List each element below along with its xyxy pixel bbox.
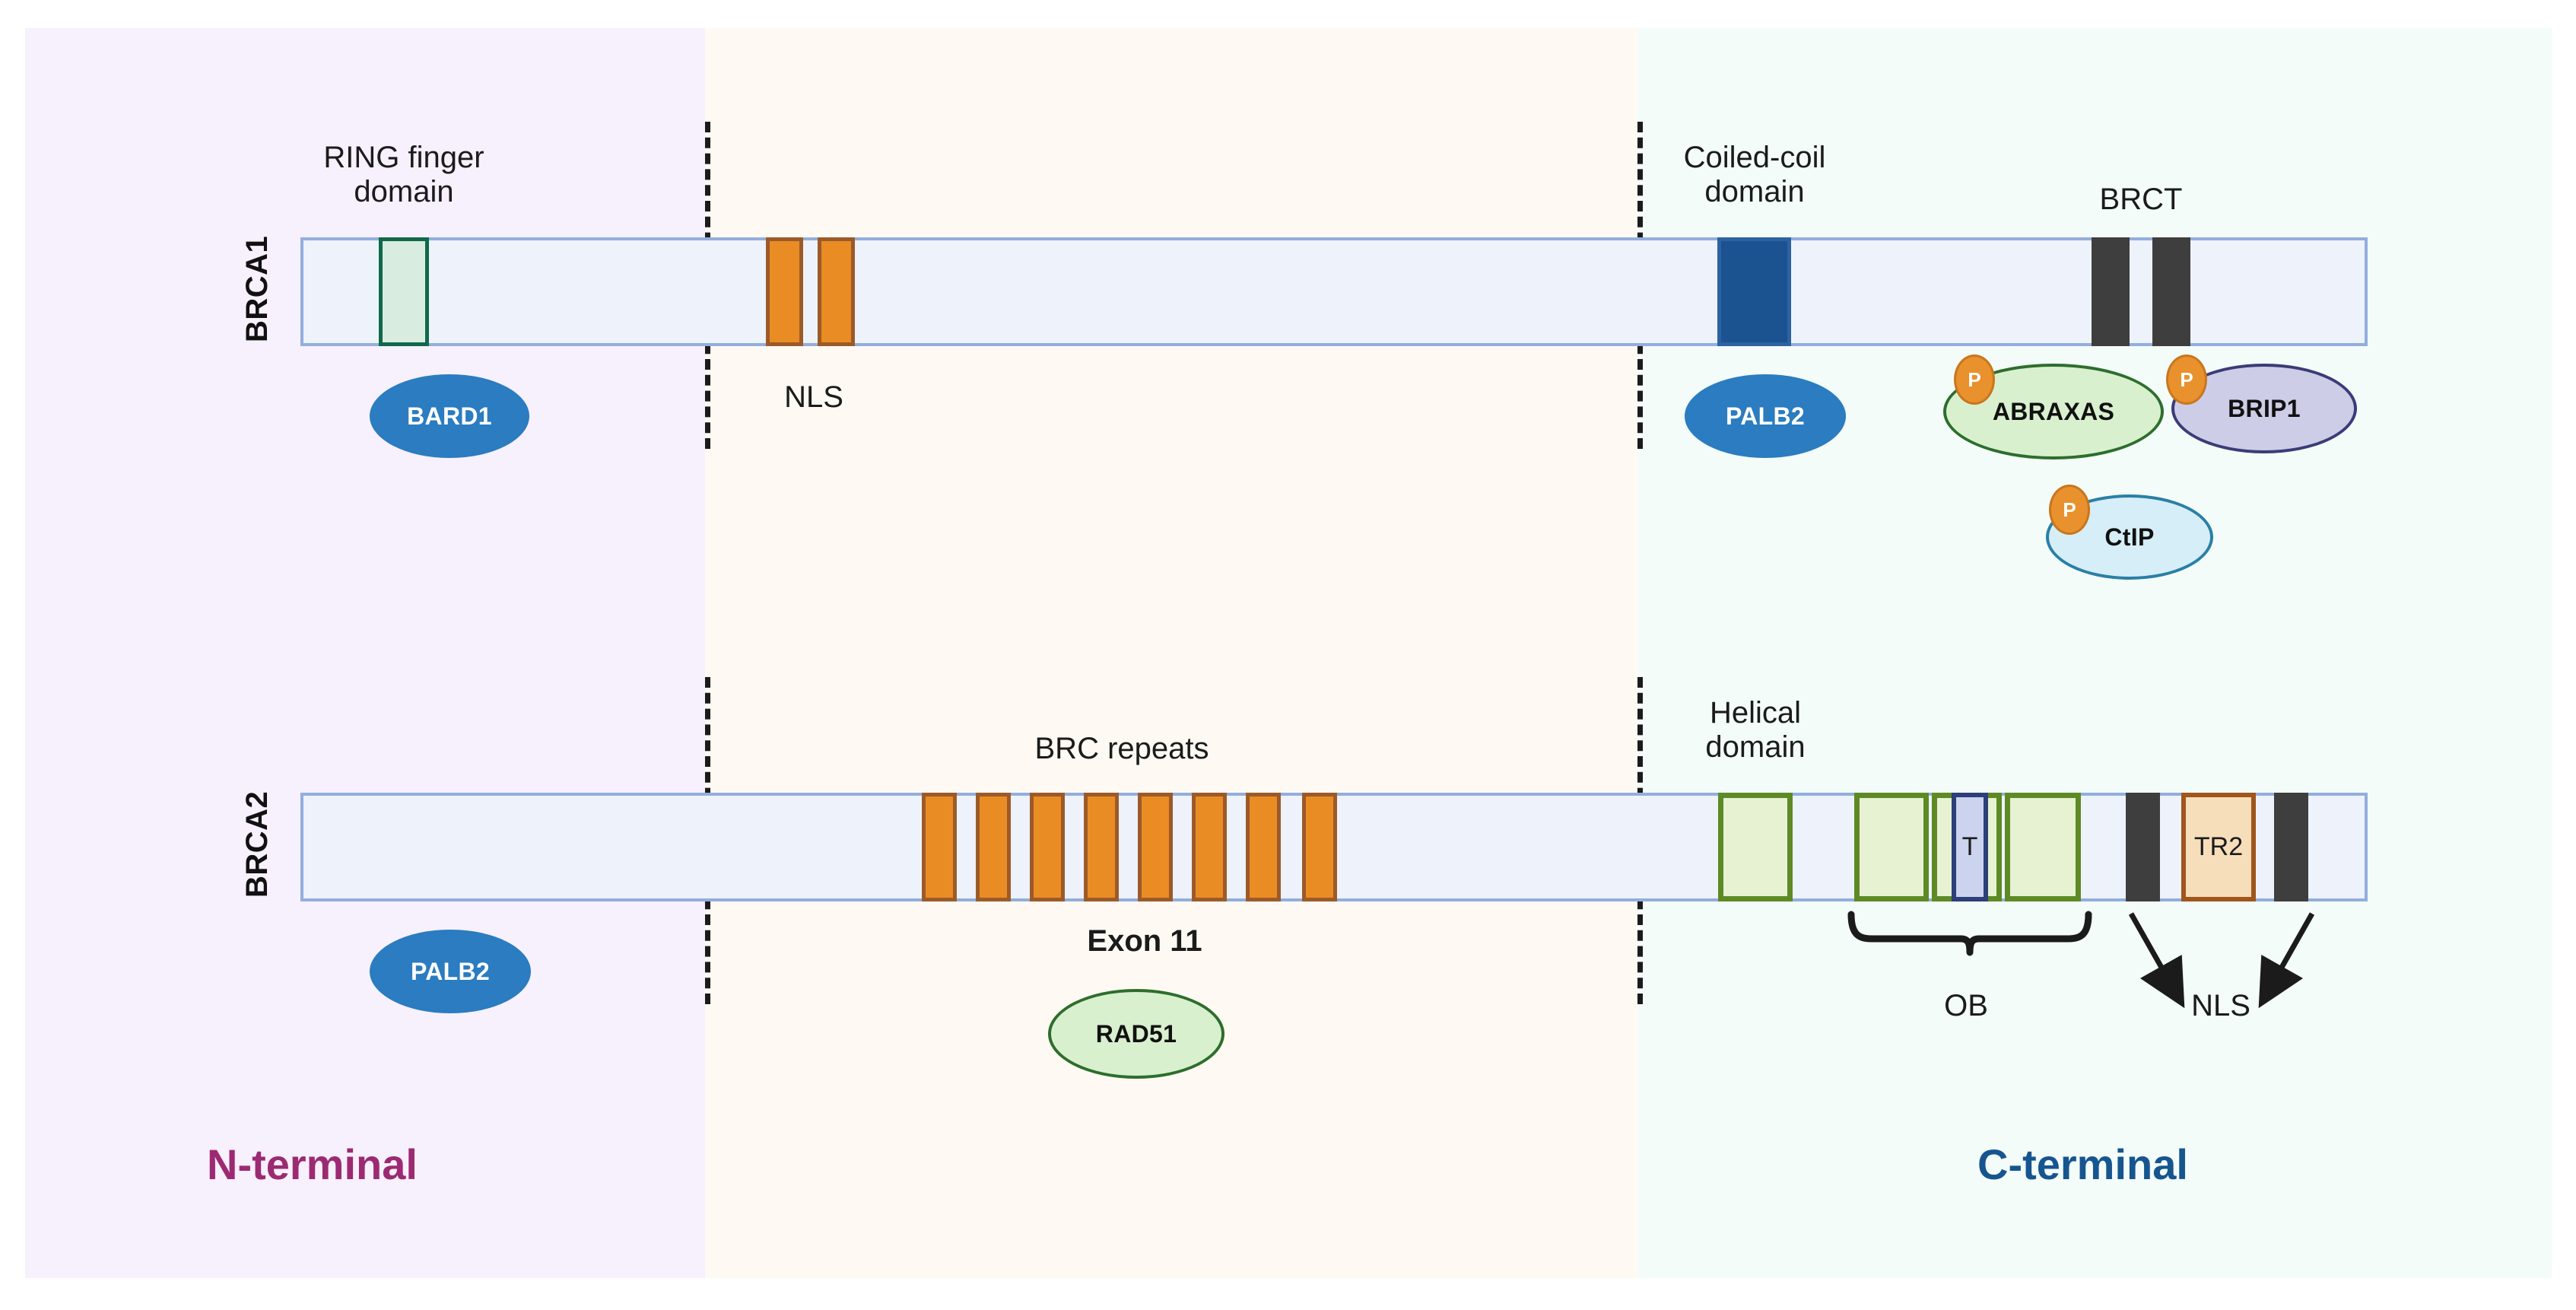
- brct-repeat-1[interactable]: [2092, 237, 2130, 346]
- interactor-rad51[interactable]: RAD51: [1048, 989, 1224, 1079]
- nls-arrow-right: [2258, 912, 2315, 1009]
- nls-motif-1[interactable]: [766, 237, 803, 346]
- n-terminal-caption: N-terminal: [207, 1140, 418, 1188]
- zone-band-c-terminal: [1637, 28, 2552, 1278]
- nls-label-brca2: NLS: [2191, 989, 2250, 1022]
- interactor-bard1[interactable]: BARD1: [370, 374, 529, 458]
- brct-repeat-2[interactable]: [2152, 237, 2190, 346]
- helical-domain[interactable]: [1718, 793, 1793, 901]
- brc-repeat-7[interactable]: [1246, 793, 1281, 901]
- brc-repeat-3[interactable]: [1030, 793, 1065, 901]
- helical-domain-label: Helical domain: [1705, 696, 1806, 764]
- ob-fold-3[interactable]: [2005, 793, 2081, 901]
- phospho-badge-ctip: P: [2049, 485, 2090, 535]
- coiled-coil-domain[interactable]: [1717, 237, 1791, 346]
- brc-repeats-label: BRC repeats: [1034, 732, 1209, 765]
- interactor-bard1-label: BARD1: [407, 402, 492, 430]
- exon-11-label: Exon 11: [1087, 924, 1202, 958]
- brc-repeat-2[interactable]: [976, 793, 1011, 901]
- nls-motif-2-brca2[interactable]: [2274, 793, 2308, 901]
- protein-bar-brca1: [300, 237, 2368, 346]
- tr2-domain[interactable]: TR2: [2181, 793, 2256, 901]
- brc-repeat-6[interactable]: [1192, 793, 1227, 901]
- nls-motif-1-brca2[interactable]: [2126, 793, 2160, 901]
- nls-motif-2[interactable]: [818, 237, 855, 346]
- interactor-rad51-label: RAD51: [1095, 1019, 1177, 1048]
- brct-label: BRCT: [2099, 183, 2183, 216]
- zone-band-middle: [705, 28, 1637, 1278]
- interactor-palb2-brca2-label: PALB2: [410, 957, 491, 985]
- interactor-ctip[interactable]: CtIP: [2046, 494, 2213, 580]
- row-label-brca2: BRCA2: [240, 790, 274, 898]
- nls-label-brca1: NLS: [784, 380, 843, 414]
- ob-brace: [1847, 911, 2092, 956]
- brc-repeat-5[interactable]: [1138, 793, 1173, 901]
- tower-domain[interactable]: T: [1952, 793, 1988, 901]
- interactor-palb2-brca1[interactable]: PALB2: [1685, 374, 1846, 458]
- phospho-badge-abraxas: P: [1954, 355, 1995, 405]
- zone-band-n-terminal: [25, 28, 705, 1278]
- ring-finger-domain-label: RING finger domain: [323, 141, 484, 208]
- interactor-brip1-label: BRIP1: [2228, 394, 2301, 422]
- tr2-domain-label: TR2: [2193, 832, 2244, 861]
- tower-domain-label: T: [1961, 832, 1978, 861]
- interactor-abraxas-label: ABRAXAS: [1992, 397, 2115, 425]
- nls-arrow-left: [2128, 912, 2185, 1009]
- coiled-coil-domain-label: Coiled-coil domain: [1683, 141, 1826, 208]
- ob-label: OB: [1944, 989, 1988, 1022]
- ob-fold-1[interactable]: [1854, 793, 1929, 901]
- brc-repeat-1[interactable]: [922, 793, 957, 901]
- interactor-ctip-label: CtIP: [2104, 523, 2155, 551]
- row-label-brca1: BRCA1: [240, 235, 274, 342]
- brc-repeat-4[interactable]: [1084, 793, 1119, 901]
- ring-finger-domain[interactable]: [379, 237, 429, 346]
- interactor-palb2-brca2[interactable]: PALB2: [370, 930, 531, 1013]
- interactor-palb2-brca1-label: PALB2: [1725, 402, 1806, 430]
- c-terminal-caption: C-terminal: [1977, 1140, 2188, 1188]
- brc-repeat-8[interactable]: [1302, 793, 1337, 901]
- phospho-badge-brip1: P: [2166, 355, 2207, 405]
